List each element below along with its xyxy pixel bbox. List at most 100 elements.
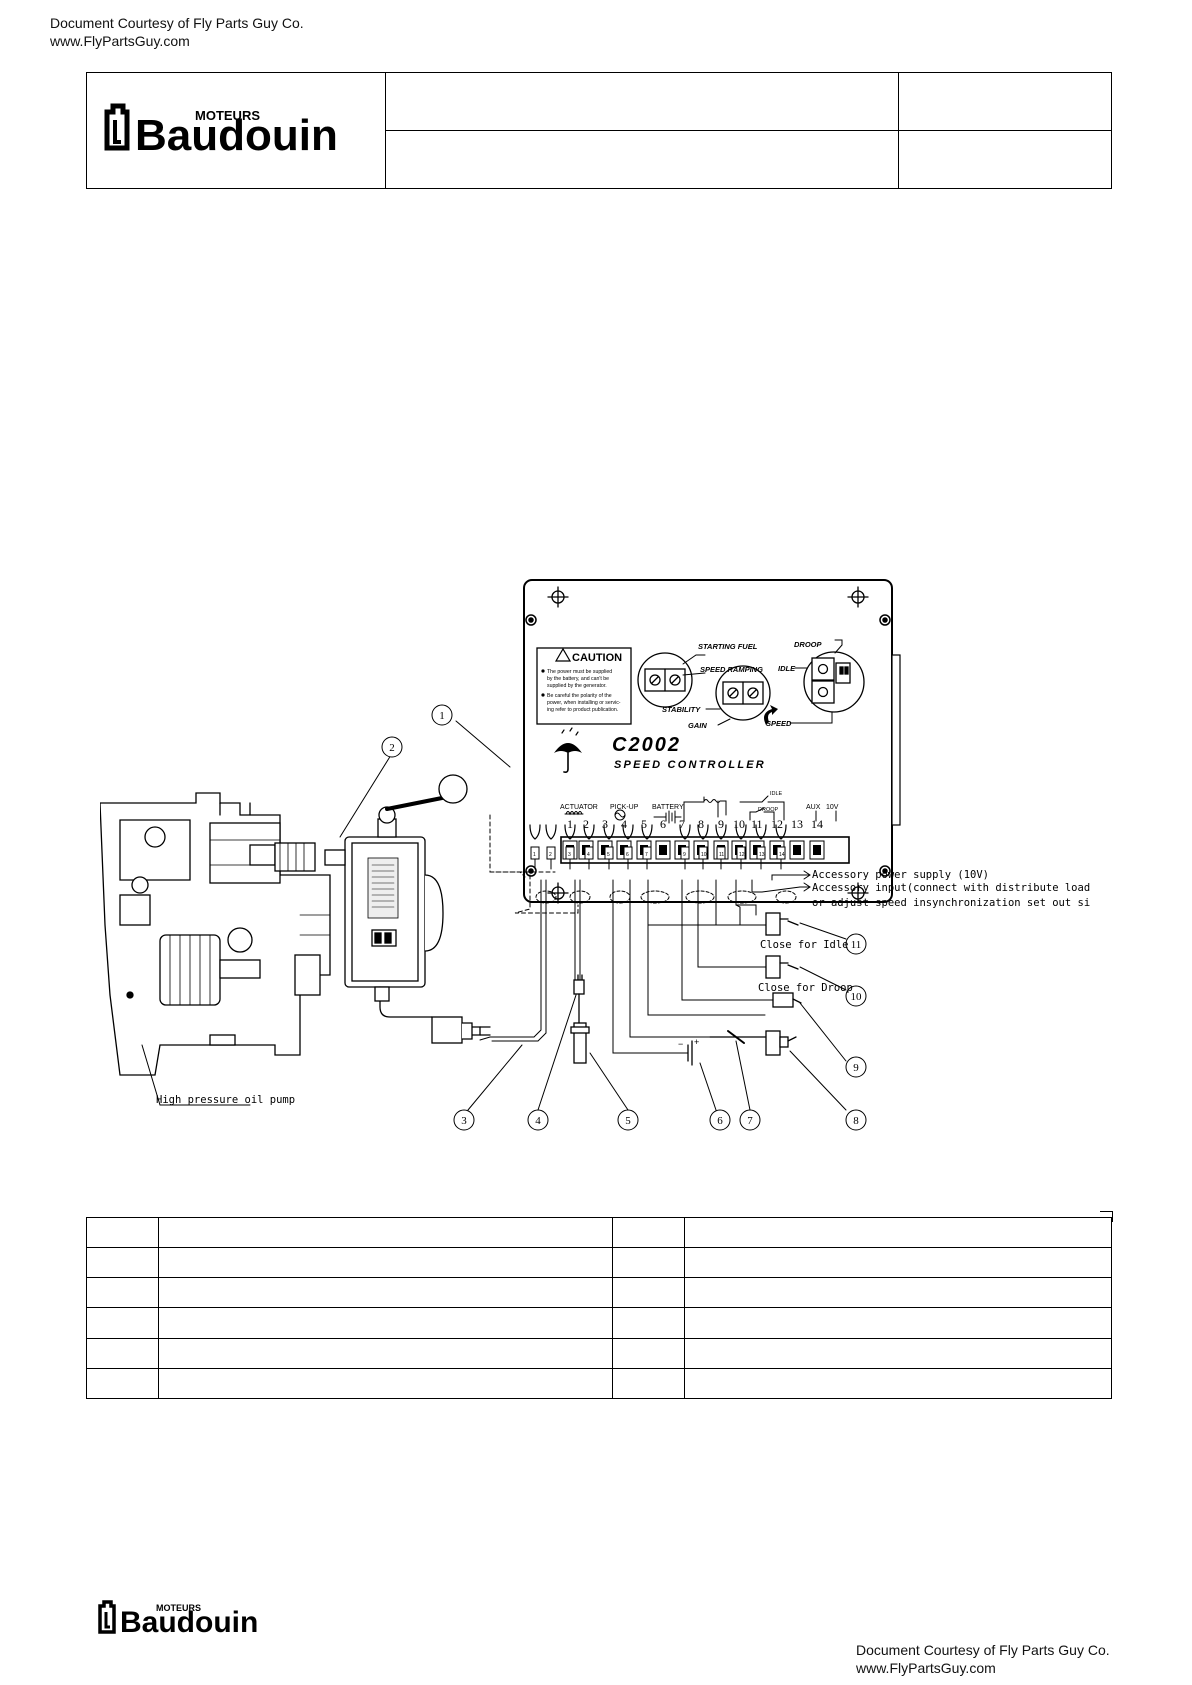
svg-text:13: 13 [759,852,765,858]
table-cell [158,1247,613,1279]
svg-text:10: 10 [701,852,707,858]
label-close-idle: Close for Idle [760,939,849,951]
potentiometer-stability [715,665,771,721]
svg-text:6: 6 [717,1115,723,1127]
table-cell [86,1247,159,1279]
table-row [86,1247,1112,1279]
terminal-number: 12 [771,817,783,831]
svg-text:7: 7 [747,1115,753,1127]
table-row [86,1216,1112,1249]
header-table: MOTEURS Baudouin [86,72,1112,189]
caution-title: CAUTION [572,652,622,664]
svg-text:7: 7 [645,852,648,858]
caution-label: CAUTION The power must be supplied by th… [536,647,632,725]
pot-leaders [682,639,843,726]
terminal-number: 10 [733,817,745,831]
actuator [344,774,468,1018]
table-row [86,1337,1112,1369]
callout-bubble: 10 [845,985,867,1007]
svg-text:9: 9 [683,852,686,858]
svg-text:2: 2 [389,742,395,754]
terminal-screw-head [659,845,667,855]
label-pump: High pressure oil pump [156,1094,295,1106]
callout-leaders [141,720,847,1111]
header-page-cell [898,130,1112,189]
table-row [86,1367,1112,1400]
wiring-diagram: CAUTION The power must be supplied by th… [100,579,1090,1131]
caution-line: power, when installing or servic- [547,700,621,706]
logo-moteurs: MOTEURS [195,108,260,123]
label-pickup: PICK-UP [610,804,639,811]
callout-bubble: 11 [845,933,867,955]
wire-fork: 9 [679,824,691,870]
label-idle-switch: IDLE [770,791,783,797]
rotate-arrow-icon [764,705,778,725]
terminal-screw-head [813,845,821,855]
wire-fork: 4 [583,824,595,870]
umbrella-icon [554,727,582,773]
terminal-symbols [564,795,837,824]
actuator-connector [431,1016,491,1044]
callout-bubble: 6 [709,1109,731,1131]
potentiometer-speed [803,651,865,713]
table-cell [612,1247,685,1279]
terminal-screw-head [793,845,801,855]
label-close-droop: Close for Droop [758,982,853,994]
table-cell [612,1307,685,1339]
table-cell [86,1307,159,1339]
table-cell [158,1277,613,1309]
header-ref-cell [898,72,1112,131]
table-cell [684,1337,1112,1369]
table-row [86,1277,1112,1309]
callout-bubble: 3 [453,1109,475,1131]
table-cell [684,1307,1112,1339]
terminal-number: 7 [679,817,685,831]
label-droop: DROOP [794,640,823,649]
switch-9 [772,992,802,1008]
footer-logo: MOTEURS Baudouin [98,1600,258,1636]
logo-moteurs: MOTEURS [156,1603,201,1613]
courtesy-line: Document Courtesy of Fly Parts Guy Co. [50,15,304,31]
wire-fork: 1 [529,824,541,870]
terminal-number: 1 [567,817,573,831]
wire-fork: 5 [603,824,615,870]
label-gain: GAIN [688,721,707,730]
callout-bubble: 7 [739,1109,761,1131]
terminal-number: 11 [751,817,763,831]
svg-text:1: 1 [533,852,536,858]
svg-text:9: 9 [853,1062,859,1074]
table-cell [86,1277,159,1309]
svg-text:14: 14 [779,852,785,858]
baudouin-logo-mark-icon [98,1600,116,1634]
header-logo-cell: MOTEURS Baudouin [86,72,386,189]
svg-text:10: 10 [851,991,863,1003]
wire-fork: 14 [775,824,787,870]
label-droop-switch: DROOP [758,807,779,813]
table-cell [612,1337,685,1369]
fuse-icon [727,1030,745,1044]
callout-bubble: 5 [617,1109,639,1131]
droop-switch [765,955,799,979]
table-cell [86,1367,159,1400]
svg-text:5: 5 [607,852,610,858]
table-cell [158,1216,613,1249]
terminal-number: 13 [791,817,803,831]
warning-triangle-icon [554,647,572,662]
callout-bubble: 8 [845,1109,867,1131]
wire-fork: 13 [755,824,767,870]
wire-fork: 2 [545,824,557,870]
label-acc-input-1: Accessory input(connect with distribute … [812,882,1090,894]
callout-bubble: 4 [527,1109,549,1131]
table-cell [86,1216,159,1249]
baudouin-logo-mark-icon [104,103,129,151]
caution-line: ing refer to product publication. [547,707,618,713]
callout-bubble: 9 [845,1056,867,1078]
svg-text:8: 8 [853,1115,859,1127]
svg-text:−: − [678,1039,683,1049]
mount-screw-icon [525,614,891,877]
label-aux: AUX [806,804,821,811]
label-starting-fuel: STARTING FUEL [698,642,758,651]
courtesy-url: www.FlyPartsGuy.com [856,1660,996,1676]
logo-brand: Baudouin [120,1606,258,1636]
